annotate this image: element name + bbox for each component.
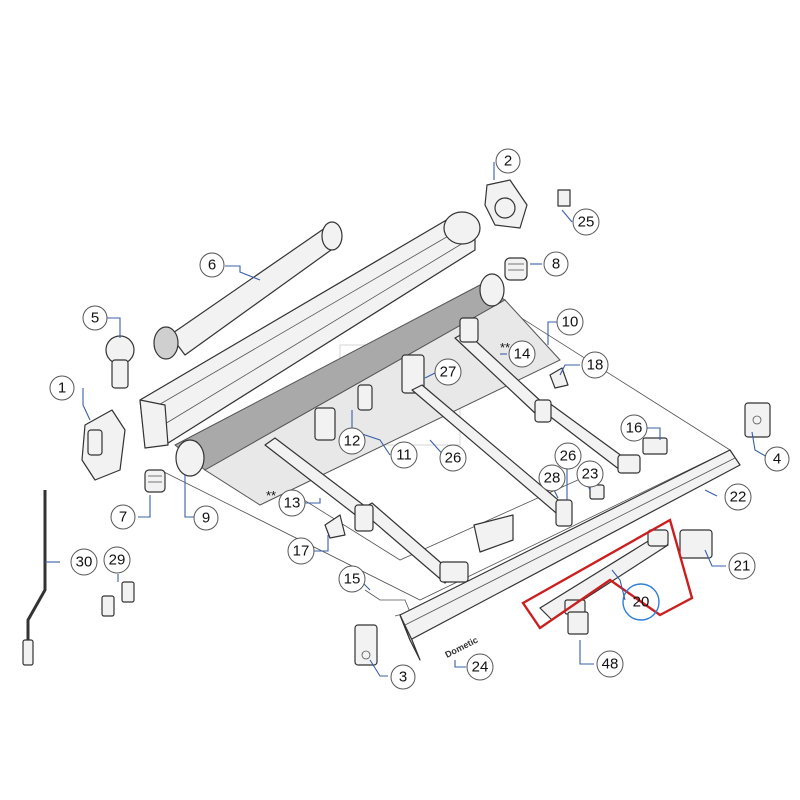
svg-text:10: 10 <box>562 314 579 331</box>
arm-shoulder-right <box>401 317 479 394</box>
svg-text:2: 2 <box>504 153 512 170</box>
double-asterisk-13: ** <box>266 488 276 503</box>
svg-text:25: 25 <box>578 214 595 231</box>
label-4[interactable]: 4 <box>764 446 790 472</box>
svg-text:22: 22 <box>730 489 747 506</box>
svg-text:30: 30 <box>76 554 93 571</box>
label-23[interactable]: 23 <box>576 460 604 488</box>
label-5[interactable]: 5 <box>82 305 108 331</box>
label-6[interactable]: 6 <box>199 252 225 278</box>
highlight-outline-part-20 <box>521 518 694 630</box>
svg-text:26: 26 <box>560 448 577 465</box>
end-cap-left <box>81 409 126 481</box>
svg-text:26: 26 <box>445 450 462 467</box>
svg-text:14: 14 <box>514 346 531 363</box>
svg-text:7: 7 <box>119 509 127 526</box>
svg-text:23: 23 <box>582 466 599 483</box>
svg-text:20: 20 <box>633 594 650 611</box>
end-cap-right <box>484 179 528 229</box>
svg-text:17: 17 <box>293 543 310 560</box>
svg-text:9: 9 <box>202 510 210 527</box>
svg-text:28: 28 <box>544 470 561 487</box>
label-28[interactable]: 28 <box>538 464 566 492</box>
arm-right <box>454 331 641 474</box>
label-21[interactable]: 21 <box>728 552 756 580</box>
cassette-housing <box>139 211 481 449</box>
label-29[interactable]: 29 <box>103 546 131 574</box>
arm-shoulder-left <box>314 384 373 441</box>
motor-tube <box>153 221 343 360</box>
svg-text:21: 21 <box>734 558 751 575</box>
double-asterisk-14: ** <box>500 340 510 355</box>
svg-text:18: 18 <box>587 357 604 374</box>
label-15[interactable]: 15 <box>338 565 366 593</box>
svg-text:15: 15 <box>344 571 361 588</box>
label-18[interactable]: 18 <box>581 351 609 379</box>
svg-text:3: 3 <box>399 669 407 686</box>
label-3[interactable]: 3 <box>390 664 416 690</box>
svg-text:48: 48 <box>602 656 619 673</box>
label-7[interactable]: 7 <box>110 504 136 530</box>
roller-plug <box>144 469 166 493</box>
svg-text:16: 16 <box>626 420 643 437</box>
svg-text:5: 5 <box>91 310 99 327</box>
label-13[interactable]: ** 13 <box>266 488 306 517</box>
svg-text:27: 27 <box>440 364 457 381</box>
label-8[interactable]: 8 <box>543 251 569 277</box>
svg-text:4: 4 <box>773 451 781 468</box>
label-22[interactable]: 22 <box>724 483 752 511</box>
label-25[interactable]: 25 <box>572 208 600 236</box>
label-20[interactable]: 20 <box>633 594 650 611</box>
end-plug <box>504 257 528 281</box>
svg-text:29: 29 <box>109 552 126 569</box>
label-12[interactable]: 12 <box>338 427 366 455</box>
svg-text:6: 6 <box>208 257 216 274</box>
svg-text:1: 1 <box>58 380 66 397</box>
support-leg-assembly <box>539 529 713 635</box>
label-17[interactable]: 17 <box>287 537 315 565</box>
svg-text:8: 8 <box>552 256 560 273</box>
svg-text:24: 24 <box>472 659 489 676</box>
clips <box>101 581 135 617</box>
label-2[interactable]: 2 <box>495 148 521 174</box>
highlight-circle-part-20 <box>622 583 660 621</box>
rafter-arm <box>411 384 573 527</box>
lead-rail-end-left <box>354 624 378 666</box>
label-48[interactable]: 48 <box>596 650 624 678</box>
svg-text:12: 12 <box>344 433 361 450</box>
motor-bracket <box>105 335 135 389</box>
label-11[interactable]: 11 <box>390 441 418 469</box>
label-27[interactable]: 27 <box>434 358 462 386</box>
label-26-left[interactable]: 26 <box>439 444 467 472</box>
svg-text:11: 11 <box>396 447 412 464</box>
label-16[interactable]: 16 <box>620 414 648 442</box>
label-10[interactable]: 10 <box>556 308 584 336</box>
lead-rail-end-right <box>744 402 771 438</box>
part-labels: 1 2 3 4 5 6 7 8 9 10 11 12 ** 13 ** 14 1… <box>49 148 790 690</box>
label-24[interactable]: 24 <box>466 653 494 681</box>
svg-text:13: 13 <box>284 495 301 512</box>
label-14[interactable]: ** 14 <box>500 340 536 368</box>
label-9[interactable]: 9 <box>193 505 219 531</box>
label-1[interactable]: 1 <box>49 375 75 401</box>
crank-handle <box>22 490 47 666</box>
arm-left <box>264 437 469 584</box>
label-26-right[interactable]: 26 <box>554 442 582 470</box>
label-30[interactable]: 30 <box>70 548 98 576</box>
